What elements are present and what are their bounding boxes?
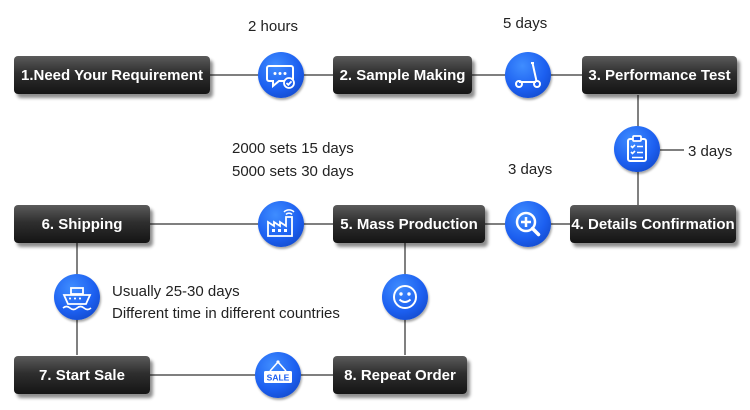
note-2000-sets: 2000 sets 15 days [232,140,354,157]
note-5000-sets: 5000 sets 30 days [232,163,354,180]
factory-wifi-icon [258,201,304,247]
step-details-confirmation: 4. Details Confirmation [570,205,736,243]
ship-icon [54,274,100,320]
step-performance-test: 3. Performance Test [582,56,737,94]
step-need-requirement: 1.Need Your Requirement [14,56,210,94]
note-3-days-confirm: 3 days [508,161,553,178]
step-shipping: 6. Shipping [14,205,150,243]
note-5-days: 5 days [503,15,548,32]
clipboard-checklist-icon [614,126,660,172]
chat-check-icon [258,52,304,98]
note-shipping-days: Usually 25-30 days [112,283,240,300]
note-2-hours: 2 hours [248,18,299,35]
step-sample-making: 2. Sample Making [333,56,472,94]
scooter-icon [505,52,551,98]
sale-sign-icon: SALE [255,352,301,398]
step-mass-production: 5. Mass Production [333,205,485,243]
magnifier-plus-icon [505,201,551,247]
step-repeat-order: 8. Repeat Order [333,356,467,394]
note-3-days-test: 3 days [688,143,733,160]
note-shipping-countries: Different time in different countries [112,305,340,322]
smiley-icon [382,274,428,320]
sale-sign-text: SALE [267,373,290,383]
step-start-sale: 7. Start Sale [14,356,150,394]
